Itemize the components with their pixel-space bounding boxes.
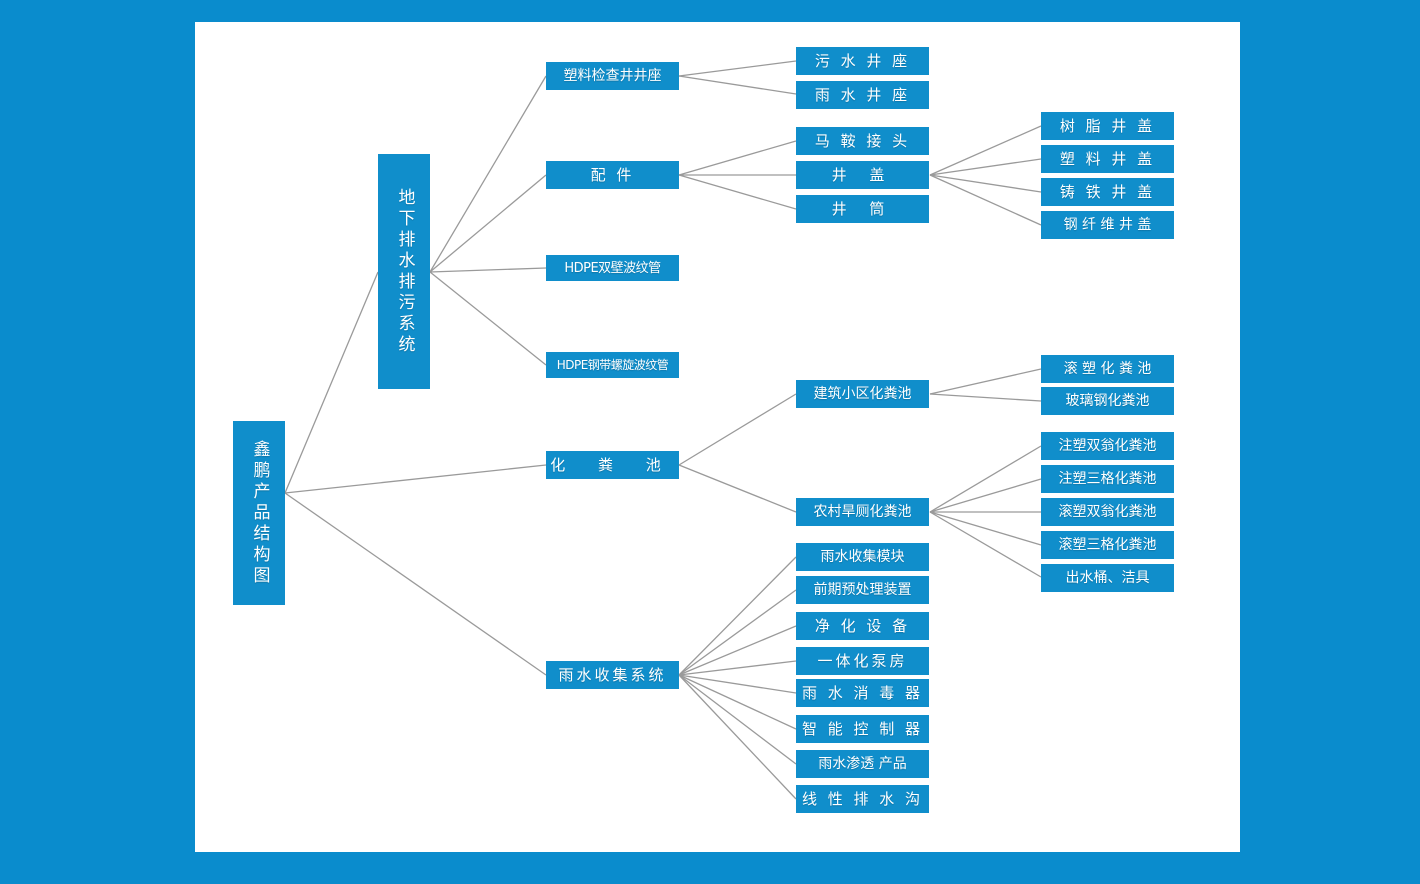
node-pre-treatment-device[interactable]: 前期预处理装置 — [796, 576, 929, 604]
node-root[interactable]: 鑫鹏产品结构图 — [233, 421, 285, 605]
node-well-shaft[interactable]: 井 筒 — [796, 195, 929, 223]
node-resin-manhole-cover[interactable]: 树 脂 井 盖 — [1041, 112, 1174, 140]
node-manhole-cover[interactable]: 井 盖 — [796, 161, 929, 189]
node-saddle-joint[interactable]: 马 鞍 接 头 — [796, 127, 929, 155]
node-injection-molded-double-urn-septic-tank[interactable]: 注塑双翁化粪池 — [1041, 432, 1174, 460]
node-rainwater-infiltration-products[interactable]: 雨水渗透 产品 — [796, 750, 929, 778]
node-smart-controller[interactable]: 智 能 控 制 器 — [796, 715, 929, 743]
node-cast-iron-manhole-cover[interactable]: 铸 铁 井 盖 — [1041, 178, 1174, 206]
node-rotomolded-double-urn-septic-tank[interactable]: 滚塑双翁化粪池 — [1041, 498, 1174, 526]
node-rainwater-well-base[interactable]: 雨 水 井 座 — [796, 81, 929, 109]
node-purification-equipment[interactable]: 净 化 设 备 — [796, 612, 929, 640]
node-septic-tank[interactable]: 化 粪 池 — [546, 451, 679, 479]
node-fittings[interactable]: 配 件 — [546, 161, 679, 189]
node-injection-molded-three-compartment-septic-tank[interactable]: 注塑三格化粪池 — [1041, 465, 1174, 493]
node-linear-drainage-channel[interactable]: 线 性 排 水 沟 — [796, 785, 929, 813]
node-plastic-inspection-well-base[interactable]: 塑料检查井井座 — [546, 62, 679, 90]
node-hdpe-double-wall-corrugated-pipe[interactable]: HDPE双壁波纹管 — [546, 255, 679, 281]
node-frp-septic-tank[interactable]: 玻璃钢化粪池 — [1041, 387, 1174, 415]
node-rainwater-collection-module[interactable]: 雨水收集模块 — [796, 543, 929, 571]
node-rural-dry-toilet-septic-tank[interactable]: 农村旱厕化粪池 — [796, 498, 929, 526]
node-steel-fiber-manhole-cover[interactable]: 钢 纤 维 井 盖 — [1041, 211, 1174, 239]
node-rainwater-disinfector[interactable]: 雨 水 消 毒 器 — [796, 679, 929, 707]
node-rotomolded-three-compartment-septic-tank[interactable]: 滚塑三格化粪池 — [1041, 531, 1174, 559]
node-rainwater-collection-system[interactable]: 雨水收集系统 — [546, 661, 679, 689]
node-sewage-well-base[interactable]: 污 水 井 座 — [796, 47, 929, 75]
node-plastic-manhole-cover[interactable]: 塑 料 井 盖 — [1041, 145, 1174, 173]
node-rotomolded-septic-tank[interactable]: 滚 塑 化 粪 池 — [1041, 355, 1174, 383]
node-integrated-pump-house[interactable]: 一体化泵房 — [796, 647, 929, 675]
node-hdpe-steel-belt-spiral-corrugated-pipe[interactable]: HDPE钢带螺旋波纹管 — [546, 352, 679, 378]
node-community-building-septic-tank[interactable]: 建筑小区化粪池 — [796, 380, 929, 408]
node-outlet-bucket-and-sanitary-ware[interactable]: 出水桶、洁具 — [1041, 564, 1174, 592]
node-underground-drainage-system[interactable]: 地下排水排污系统 — [378, 154, 430, 389]
